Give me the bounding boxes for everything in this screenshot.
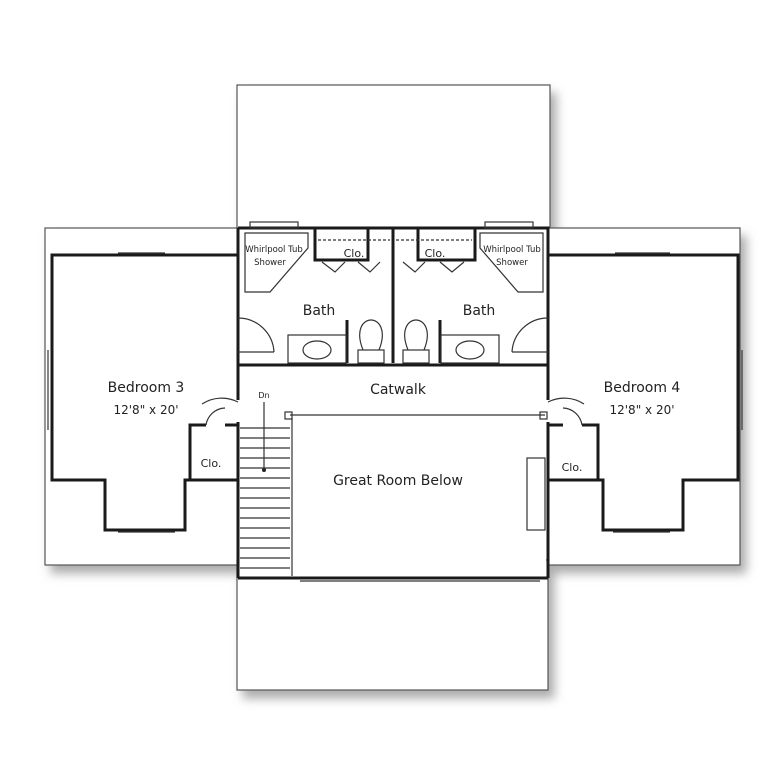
closet-left-label: Clo. xyxy=(201,457,222,470)
catwalk-label: Catwalk xyxy=(370,382,427,398)
bedroom-3-label: Bedroom 3 xyxy=(108,380,185,396)
bath-right-label: Bath xyxy=(463,303,496,319)
tub-left-label-2: Shower xyxy=(254,258,286,268)
closet-top-right-label: Clo. xyxy=(425,247,446,260)
stairs-down-label: Dn xyxy=(258,391,269,400)
room-labels: Bedroom 3 12'8" x 20' Bedroom 4 12'8" x … xyxy=(108,245,681,489)
core-walls xyxy=(236,221,550,578)
tub-right-label-2: Shower xyxy=(496,258,528,268)
closet-top-left-label: Clo. xyxy=(344,247,365,260)
bedroom-3-size: 12'8" x 20' xyxy=(113,403,178,417)
tub-right-label-1: Whirlpool Tub xyxy=(483,245,541,255)
great-room-label: Great Room Below xyxy=(333,473,463,489)
great-room-walls xyxy=(238,411,548,582)
tub-left-label-1: Whirlpool Tub xyxy=(245,245,303,255)
bath-left-label: Bath xyxy=(303,303,336,319)
bedroom-4-label: Bedroom 4 xyxy=(604,380,681,396)
bedroom-4-size: 12'8" x 20' xyxy=(609,403,674,417)
staircase xyxy=(240,402,290,569)
bedroom-4-walls xyxy=(547,252,743,533)
roof-outline xyxy=(44,84,741,691)
bedroom-3-walls xyxy=(47,252,239,533)
closet-right-label: Clo. xyxy=(562,461,583,474)
